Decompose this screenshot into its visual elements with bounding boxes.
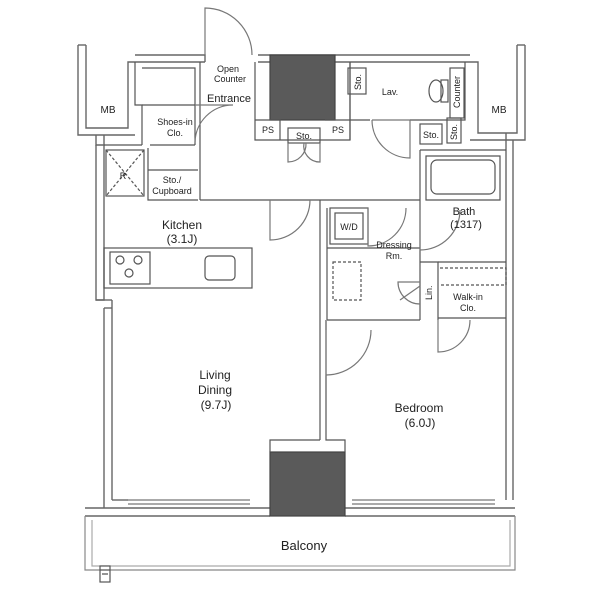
- counter-label: Counter: [452, 76, 462, 108]
- lin-label: Lin.: [424, 285, 434, 300]
- open-counter-label-1: Open: [217, 64, 239, 74]
- bath-label-1: Bath: [453, 206, 476, 218]
- sto-lower-right-label: Sto.: [449, 124, 459, 140]
- balcony-shaft: [269, 451, 346, 517]
- windows: [128, 499, 495, 505]
- wd-label: W/D: [340, 222, 358, 232]
- lav-label: Lav.: [382, 87, 398, 97]
- refrigerator-label: R: [120, 171, 127, 181]
- living-label-1: Living: [199, 368, 230, 382]
- toilet-icon: [428, 79, 449, 103]
- kitchen-label-1: Kitchen: [162, 218, 202, 232]
- doors: [194, 7, 471, 376]
- dressing-label-1: Dressing: [376, 240, 412, 250]
- sto-cupboard-label-1: Sto./: [163, 175, 182, 185]
- sto-center-label: Sto.: [296, 131, 312, 141]
- sto-cupboard-label-2: Cupboard: [152, 186, 192, 196]
- mb-left-label: MB: [101, 105, 116, 116]
- bath-label-2: (1317): [450, 219, 482, 231]
- central-shaft: [269, 54, 336, 121]
- bedroom-label-1: Bedroom: [395, 401, 444, 415]
- dressing-label-2: Rm.: [386, 251, 403, 261]
- sto-lower-label: Sto.: [423, 130, 439, 140]
- living-label-3: (9.7J): [201, 398, 232, 412]
- walkin-label-2: Clo.: [460, 303, 476, 313]
- balcony-outline: [84, 516, 516, 583]
- kitchen-label-2: (3.1J): [167, 232, 198, 246]
- open-counter-label-2: Counter: [214, 74, 246, 84]
- mb-right-label: MB: [492, 105, 507, 116]
- ps-left-label: PS: [262, 125, 274, 135]
- bedroom-label-2: (6.0J): [405, 416, 436, 430]
- ps-right-label: PS: [332, 125, 344, 135]
- balcony-label: Balcony: [281, 538, 328, 553]
- shoes-in-label-1: Shoes-in: [157, 117, 193, 127]
- shoes-in-label-2: Clo.: [167, 128, 183, 138]
- stove-icon: [115, 255, 143, 278]
- walkin-label-1: Walk-in: [453, 292, 483, 302]
- living-label-2: Dining: [198, 383, 232, 397]
- sto-lav-label: Sto.: [353, 74, 363, 90]
- entrance-label: Entrance: [207, 93, 251, 105]
